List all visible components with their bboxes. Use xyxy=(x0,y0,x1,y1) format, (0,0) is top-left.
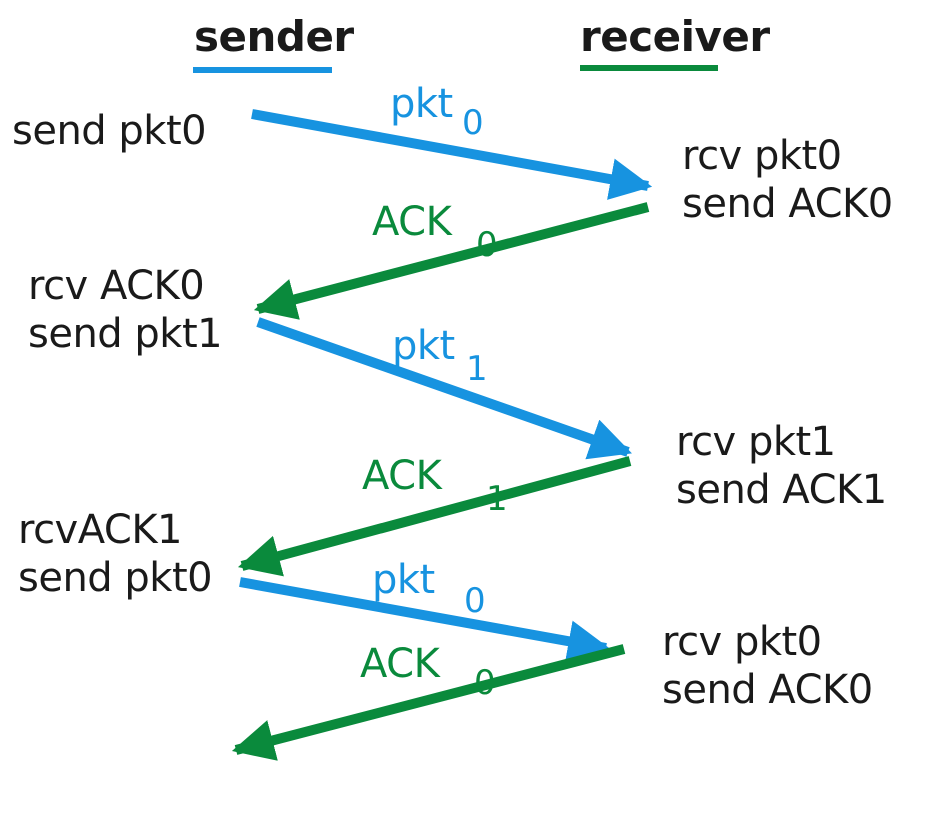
receiver-header: receiver xyxy=(580,12,770,61)
msg-4-subscript: 1 xyxy=(486,479,508,519)
pkt1-arrow xyxy=(256,317,632,460)
msg-6-label: ACK xyxy=(360,641,440,687)
receiver-event-1-line-2: send ACK0 xyxy=(682,181,893,227)
msg-3-label: pkt xyxy=(392,323,455,369)
sender-event-1-line-1: send pkt0 xyxy=(12,108,207,154)
msg-4-label: ACK xyxy=(362,453,442,499)
receiver-event-2: rcv pkt1 send ACK1 xyxy=(676,418,887,514)
msg-2-label: ACK xyxy=(372,199,452,245)
sender-event-2-line-2: send pkt1 xyxy=(28,311,223,357)
receiver-event-2-line-1: rcv pkt1 xyxy=(676,419,836,465)
msg-5-label: pkt xyxy=(372,557,435,603)
ack0-arrow xyxy=(253,202,650,320)
receiver-event-3: rcv pkt0 send ACK0 xyxy=(662,618,873,714)
msg-5-subscript: 0 xyxy=(464,581,486,621)
sender-event-3-line-2: send pkt0 xyxy=(18,555,213,601)
msg-3-subscript: 1 xyxy=(466,349,488,389)
msg-6-subscript: 0 xyxy=(474,663,496,703)
sender-event-2: rcv ACK0 send pkt1 xyxy=(28,262,223,358)
receiver-event-3-line-1: rcv pkt0 xyxy=(662,619,822,665)
ack1-arrow xyxy=(237,456,632,577)
sender-event-2-line-1: rcv ACK0 xyxy=(28,263,205,309)
receiver-event-3-line-2: send ACK0 xyxy=(662,667,873,713)
pkt0-arrow xyxy=(251,109,653,200)
sender-event-1: send pkt0 xyxy=(12,107,207,155)
sender-header: sender xyxy=(194,12,354,61)
msg-1-subscript: 0 xyxy=(462,103,484,143)
pkt0-second-arrow xyxy=(239,577,611,662)
receiver-event-1: rcv pkt0 send ACK0 xyxy=(682,132,893,228)
msg-2-subscript: 0 xyxy=(476,225,498,265)
sender-event-3: rcvACK1 send pkt0 xyxy=(18,506,213,602)
receiver-event-2-line-2: send ACK1 xyxy=(676,467,887,513)
sender-event-3-line-1: rcvACK1 xyxy=(18,507,183,553)
ack0-second-arrow xyxy=(231,644,626,761)
msg-1-label: pkt xyxy=(390,81,453,127)
receiver-event-1-line-1: rcv pkt0 xyxy=(682,133,842,179)
